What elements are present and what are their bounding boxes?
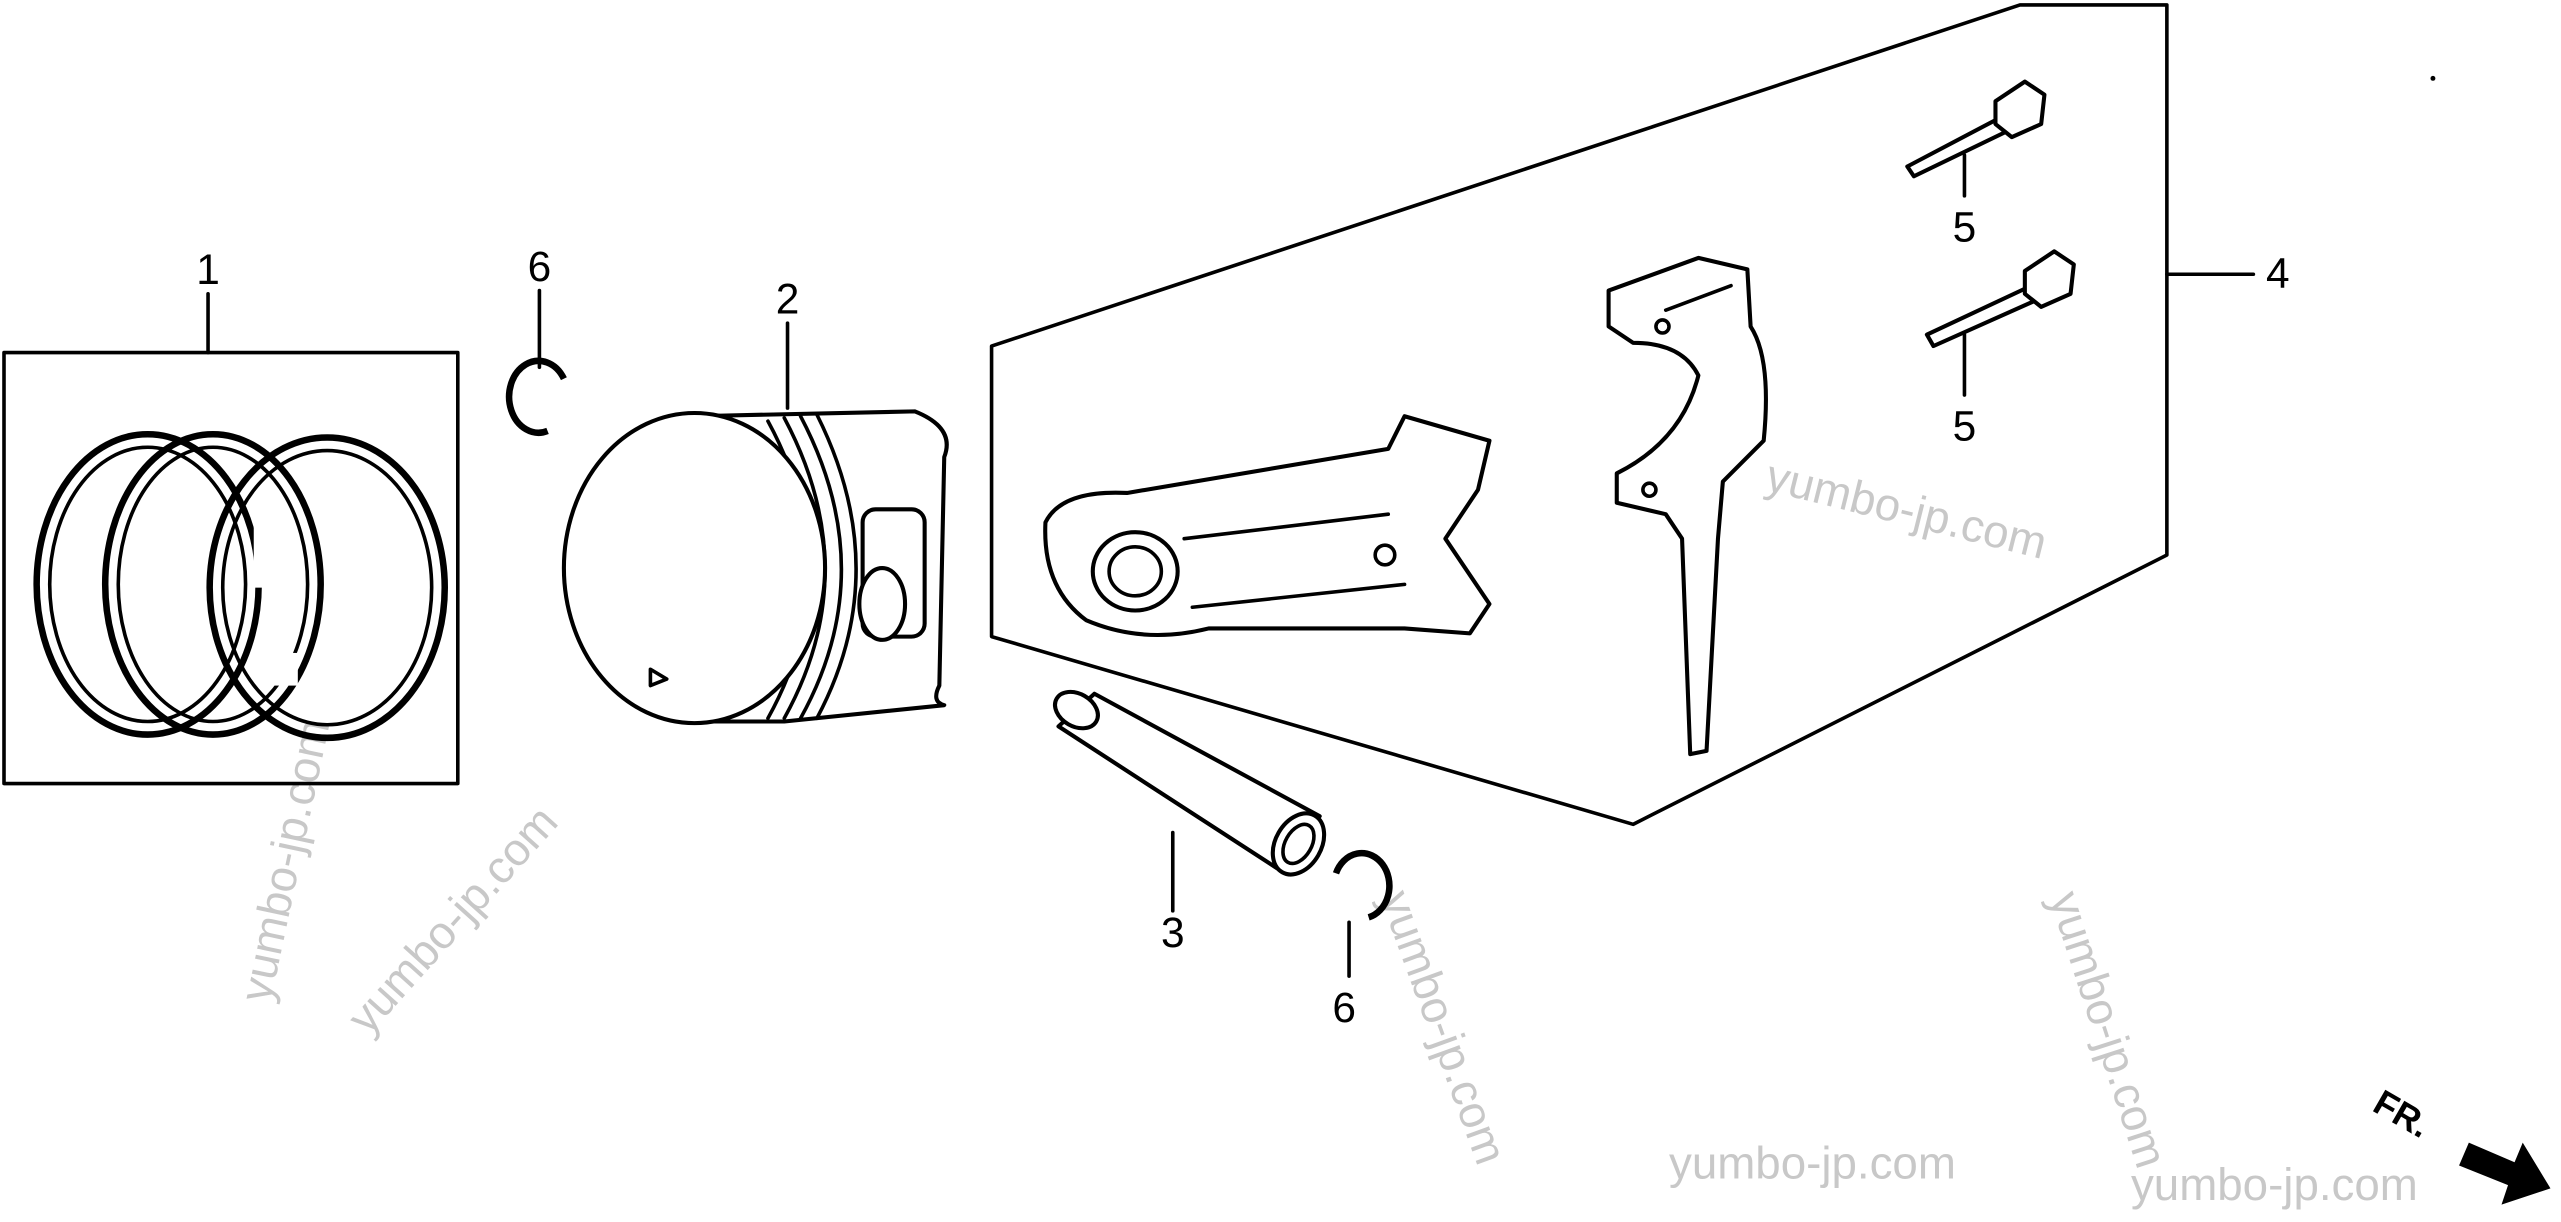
arrow-icon	[2459, 1142, 2551, 1205]
watermark: yumbo-jp.com	[1761, 450, 2052, 569]
watermark: yumbo-jp.com	[1669, 1138, 1956, 1189]
front-direction-arrow: FR.	[2367, 1081, 2551, 1205]
callout-4: 4	[2266, 249, 2290, 296]
callout-5-lower: 5	[1953, 403, 1977, 450]
connecting-rod-set-part[interactable]	[989, 3, 2256, 827]
piston-rings-part[interactable]	[2, 292, 460, 786]
callout-6-left: 6	[528, 243, 552, 290]
bolt-lower[interactable]	[1924, 249, 2076, 397]
callout-6-right: 6	[1332, 984, 1356, 1031]
callout-1: 1	[196, 246, 220, 293]
watermark: yumbo-jp.com	[230, 715, 340, 1006]
piston-pin-part[interactable]	[1049, 685, 1335, 913]
bolt-upper[interactable]	[1905, 79, 2047, 198]
front-arrow-label: FR.	[2367, 1081, 2438, 1145]
piston-part[interactable]	[561, 321, 949, 726]
watermark: yumbo-jp.com	[338, 796, 568, 1043]
callout-5-upper: 5	[1953, 204, 1977, 251]
callout-2: 2	[776, 275, 800, 322]
watermark: yumbo-jp.com	[2040, 885, 2177, 1174]
watermark: yumbo-jp.com	[2131, 1159, 2418, 1210]
piston-pin-clip-right[interactable]	[1332, 849, 1393, 978]
callout-3: 3	[1161, 909, 1185, 956]
piston-pin-clip-left[interactable]	[505, 288, 567, 436]
watermark: yumbo-jp.com	[1371, 884, 1517, 1171]
